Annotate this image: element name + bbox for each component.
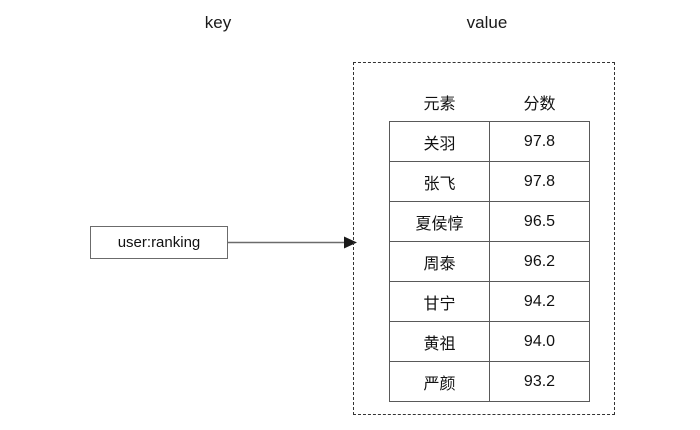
cell-element: 张飞 (389, 161, 490, 202)
column-header-score: 分数 (523, 96, 556, 113)
arrow-right-icon (228, 236, 357, 249)
table-header: 元素 分数 (390, 83, 590, 122)
column-caption-value: value (466, 13, 508, 32)
cell-element: 严颜 (389, 361, 490, 402)
cell-score: 94.0 (489, 321, 590, 362)
cell-score: 94.2 (489, 281, 590, 322)
column-header-element: 元素 (423, 96, 456, 113)
cell-score: 97.8 (489, 161, 590, 202)
column-caption-key: key (204, 13, 232, 32)
key-box[interactable]: user:ranking (90, 226, 228, 259)
cell-element: 关羽 (389, 121, 490, 162)
cell-element: 夏侯惇 (389, 201, 490, 242)
cell-score: 96.2 (489, 241, 590, 282)
key-box-label: user:ranking (117, 234, 201, 251)
cell-element: 周泰 (389, 241, 490, 282)
cell-element: 甘宁 (389, 281, 490, 322)
cell-score: 93.2 (489, 361, 590, 402)
cell-score: 97.8 (489, 121, 590, 162)
cell-score: 96.5 (489, 201, 590, 242)
table-header-row: 元素 分数 (390, 83, 590, 122)
cell-element: 黄祖 (389, 321, 490, 362)
